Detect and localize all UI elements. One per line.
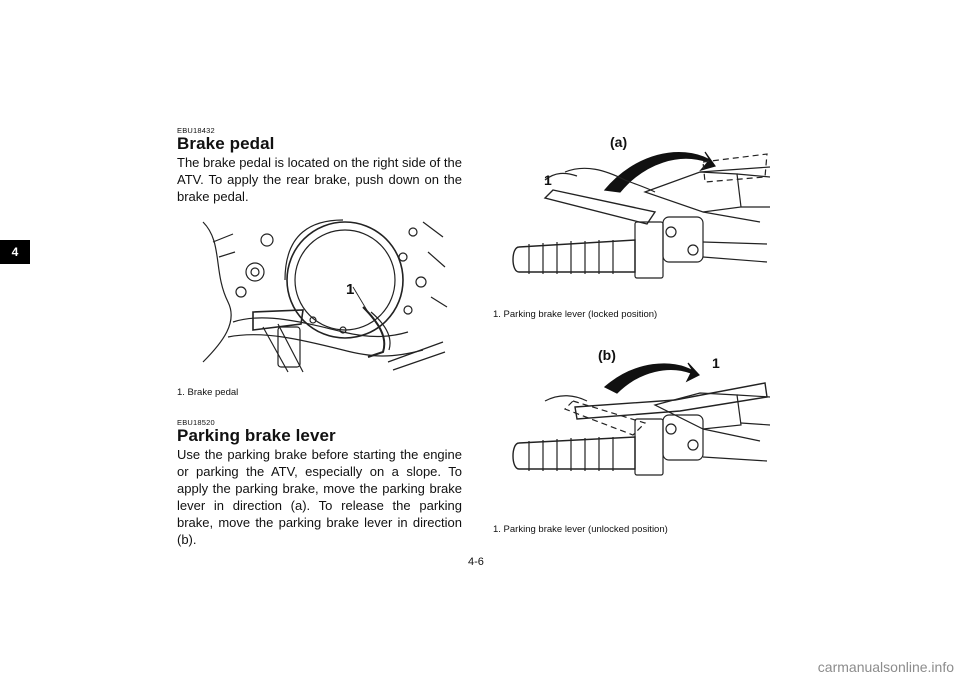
brake-pedal-illustration: 1 bbox=[193, 212, 448, 380]
unlocked-lever-callout: 1 bbox=[712, 355, 720, 371]
section-code-parking-brake: EBU18520 bbox=[177, 418, 215, 427]
section-code-brake-pedal: EBU18432 bbox=[177, 126, 215, 135]
brake-pedal-text: The brake pedal is located on the right … bbox=[177, 155, 462, 204]
parking-lever-unlocked-illustration: (b) 1 bbox=[505, 345, 780, 490]
page-number: 4-6 bbox=[468, 556, 484, 568]
parking-brake-text: Use the parking brake before starting th… bbox=[177, 447, 462, 547]
chapter-tab: 4 bbox=[0, 240, 30, 264]
unlocked-lever-caption: 1. Parking brake lever (unlocked positio… bbox=[493, 524, 668, 535]
locked-lever-callout: 1 bbox=[544, 172, 552, 188]
brake-pedal-callout: 1 bbox=[346, 281, 355, 298]
direction-b-label: (b) bbox=[598, 347, 616, 363]
locked-lever-caption: 1. Parking brake lever (locked position) bbox=[493, 309, 658, 320]
direction-a-label: (a) bbox=[610, 134, 628, 150]
brake-pedal-caption: 1. Brake pedal bbox=[177, 387, 239, 398]
watermark: carmanualsonline.info bbox=[817, 659, 954, 675]
heading-parking-brake-lever: Parking brake lever bbox=[177, 426, 336, 445]
heading-brake-pedal: Brake pedal bbox=[177, 134, 275, 153]
parking-lever-locked-illustration: (a) 1 bbox=[505, 132, 780, 280]
